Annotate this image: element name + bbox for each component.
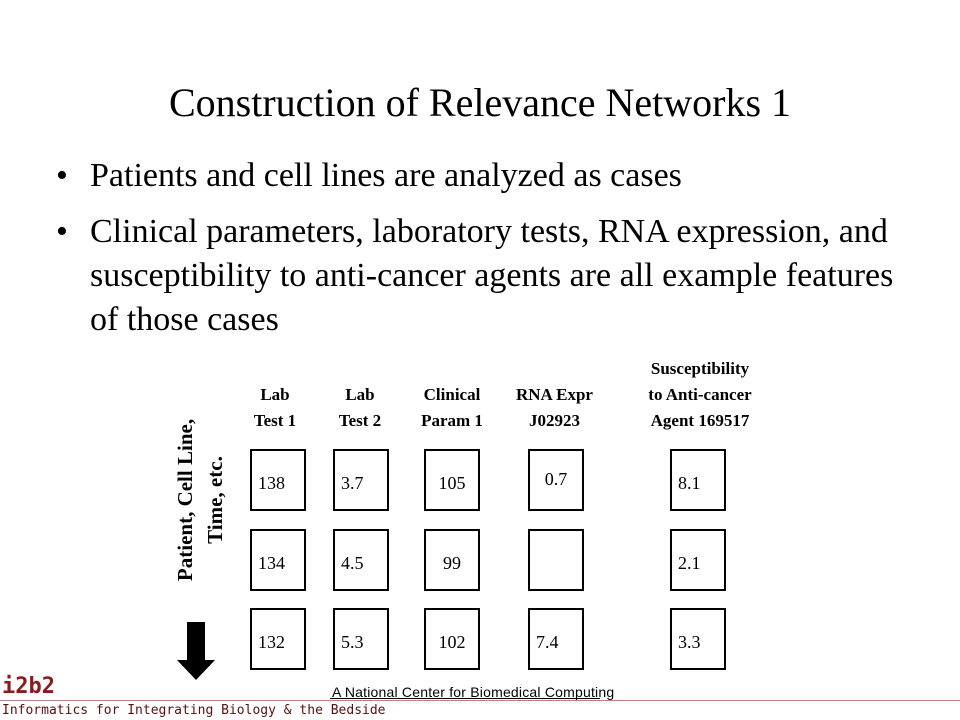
header-line: to Anti-cancer bbox=[648, 385, 752, 404]
table-cell: 134 bbox=[250, 529, 306, 591]
header-line: Clinical bbox=[423, 385, 481, 404]
header-line: Lab bbox=[345, 385, 375, 404]
column-header-lab-test-1: Lab Test 1 bbox=[240, 382, 310, 434]
column-header-rna-expr: RNA Expr J02923 bbox=[497, 382, 612, 434]
row-label-line: Patient, Cell Line, bbox=[173, 418, 197, 582]
header-line: Test 2 bbox=[338, 411, 382, 430]
table-cell: 138 bbox=[250, 449, 306, 511]
i2b2-logo: i2b2 bbox=[2, 674, 55, 699]
table-cell: 2.1 bbox=[670, 529, 726, 591]
footer-divider bbox=[0, 700, 960, 701]
row-axis-label: Patient, Cell Line, Time, etc. bbox=[170, 390, 250, 610]
table-cell: 7.4 bbox=[528, 608, 584, 670]
header-line: Susceptibility bbox=[650, 359, 750, 378]
header-line: J02923 bbox=[529, 411, 580, 430]
header-line: RNA Expr bbox=[516, 385, 593, 404]
header-line: Lab bbox=[260, 385, 290, 404]
table-cell: 8.1 bbox=[670, 449, 726, 511]
row-label-line: Time, etc. bbox=[203, 456, 227, 544]
table-cell: 3.7 bbox=[333, 449, 389, 511]
bullet-text: Clinical parameters, laboratory tests, R… bbox=[90, 213, 894, 338]
bullet-dot-icon: • bbox=[56, 213, 68, 250]
header-line: Param 1 bbox=[421, 411, 483, 430]
table-cell: 3.3 bbox=[670, 608, 726, 670]
table-cell-empty bbox=[528, 529, 584, 591]
bullet-text: Patients and cell lines are analyzed as … bbox=[90, 157, 682, 194]
table-cell: 102 bbox=[424, 608, 480, 670]
header-line: Agent 169517 bbox=[650, 411, 750, 430]
header-line: Test 1 bbox=[253, 411, 297, 430]
column-header-susceptibility: Susceptibility to Anti-cancer Agent 1695… bbox=[620, 356, 780, 434]
column-header-lab-test-2: Lab Test 2 bbox=[325, 382, 395, 434]
table-cell: 105 bbox=[424, 449, 480, 511]
bullet-list: • Patients and cell lines are analyzed a… bbox=[56, 152, 916, 352]
slide-title: Construction of Relevance Networks 1 bbox=[168, 80, 792, 125]
table-cell: 0.7 bbox=[528, 449, 584, 511]
bullet-item: • Patients and cell lines are analyzed a… bbox=[56, 152, 916, 200]
bullet-item: • Clinical parameters, laboratory tests,… bbox=[56, 210, 916, 342]
table-cell: 99 bbox=[424, 529, 480, 591]
footer-tagline: Informatics for Integrating Biology & th… bbox=[2, 703, 386, 718]
footer-underline bbox=[330, 698, 600, 699]
table-cell: 4.5 bbox=[333, 529, 389, 591]
down-arrow-icon bbox=[177, 622, 215, 680]
footer-center-text: A National Center for Biomedical Computi… bbox=[332, 684, 615, 700]
bullet-dot-icon: • bbox=[56, 157, 68, 194]
column-header-clinical-param: Clinical Param 1 bbox=[402, 382, 502, 434]
table-cell: 5.3 bbox=[333, 608, 389, 670]
table-cell: 132 bbox=[250, 608, 306, 670]
